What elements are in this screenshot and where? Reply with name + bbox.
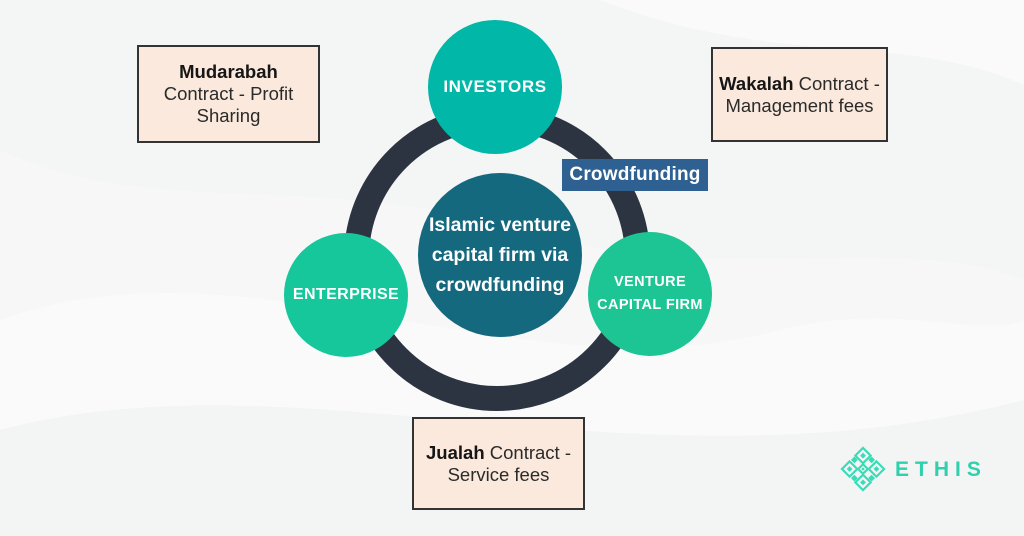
mudarabah-text: Mudarabah Contract - Profit Sharing bbox=[164, 61, 294, 126]
wakalah-term: Wakalah bbox=[719, 72, 794, 94]
crowdfunding-tag-label: Crowdfunding bbox=[569, 164, 701, 185]
investors-label: INVESTORS bbox=[443, 77, 547, 96]
jualah-line2: Service fees bbox=[447, 463, 550, 485]
mudarabah-term: Mudarabah bbox=[179, 61, 278, 83]
enterprise-label: ENTERPRISE bbox=[292, 286, 400, 303]
wakalah-line2: Management fees bbox=[725, 94, 874, 116]
venture-label-line1: VENTURE bbox=[613, 273, 687, 290]
wakalah-line1-rest: Contract - bbox=[793, 72, 880, 94]
mudarabah-line3: Sharing bbox=[196, 104, 261, 126]
wakalah-text: Wakalah Contract - Management fees bbox=[719, 73, 880, 117]
ethis-wordmark: ETHIS bbox=[895, 457, 987, 481]
jualah-line1-rest: Contract - bbox=[484, 441, 571, 463]
enterprise-circle: ENTERPRISE bbox=[284, 233, 408, 357]
jualah-term: Jualah bbox=[426, 441, 485, 463]
crowdfunding-tag: Crowdfunding bbox=[562, 159, 708, 191]
venture-label-line2: CAPITAL FIRM bbox=[597, 297, 703, 313]
investors-circle: INVESTORS bbox=[428, 20, 562, 154]
mudarabah-line2: Contract - Profit bbox=[163, 83, 294, 105]
hub-label-line1: Islamic venture bbox=[429, 213, 571, 236]
mudarabah-contract-box: Mudarabah Contract - Profit Sharing bbox=[137, 45, 320, 143]
ethis-logo: ETHIS bbox=[840, 446, 987, 492]
hub-label-line2: capital firm via bbox=[431, 243, 569, 266]
jualah-contract-box: Jualah Contract - Service fees bbox=[412, 417, 585, 510]
venture-capital-firm-circle: VENTURE CAPITAL FIRM bbox=[588, 232, 712, 356]
hub-circle: Islamic venture capital firm via crowdfu… bbox=[418, 173, 582, 337]
hub-label-line3: crowdfunding bbox=[435, 274, 565, 297]
jualah-text: Jualah Contract - Service fees bbox=[426, 442, 571, 486]
ethis-geometric-flower-icon bbox=[840, 446, 886, 492]
wakalah-contract-box: Wakalah Contract - Management fees bbox=[711, 47, 888, 142]
